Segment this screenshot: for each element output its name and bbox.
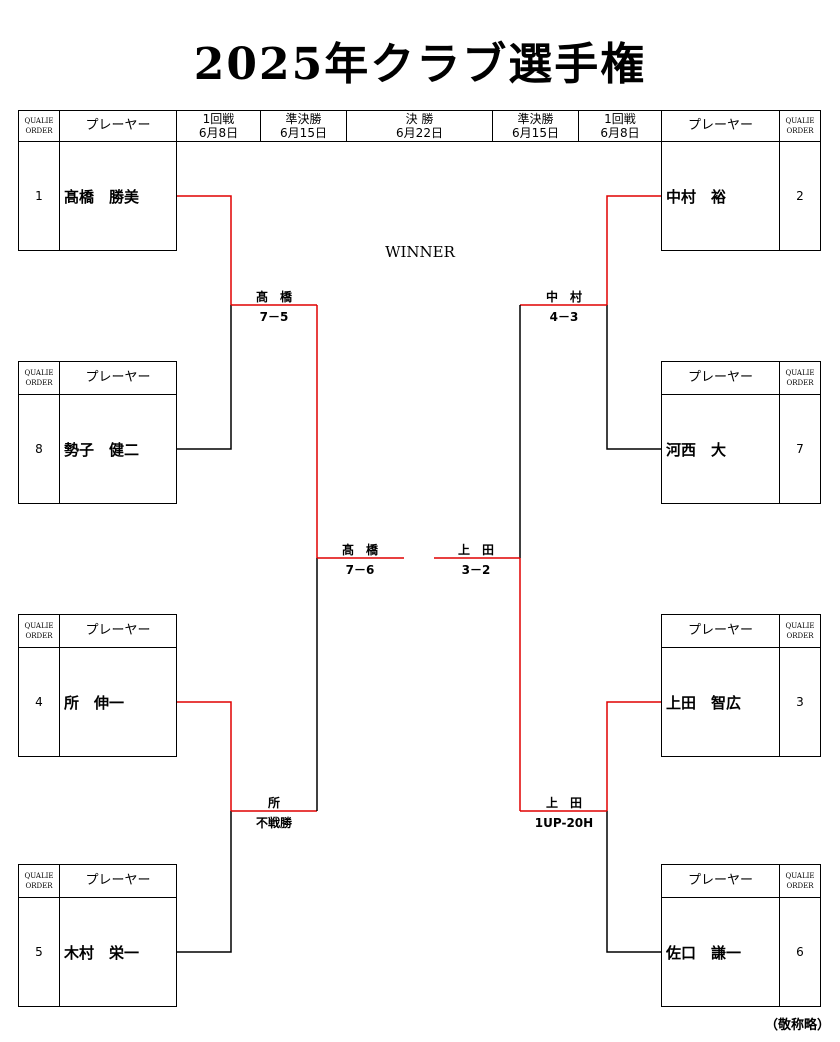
round-name: 1回戦 — [604, 112, 636, 126]
round-date: 6月8日 — [600, 126, 640, 140]
result-winner: 髙 橋 — [255, 290, 292, 304]
player-order: 2 — [779, 141, 821, 251]
player-name: 河西 大 — [661, 394, 780, 504]
result-score: 4－3 — [549, 310, 579, 324]
result-winner: 所 — [267, 796, 280, 810]
result-winner: 髙 橋 — [341, 543, 378, 557]
player-name: 佐口 謙一 — [661, 897, 780, 1007]
player-name: 中村 裕 — [661, 141, 780, 251]
player-name: 木村 栄一 — [59, 897, 177, 1007]
result-winner: 上 田 — [457, 543, 494, 557]
header-round-1-right: 1回戦 6月8日 — [578, 110, 662, 142]
header-player-left: プレーヤー — [59, 110, 177, 142]
order-label: ORDER — [786, 127, 814, 135]
qualie-label: QUALIE — [24, 622, 54, 630]
honorific-note: （敬称略） — [764, 1018, 830, 1033]
bracket-line — [606, 811, 661, 953]
header-player: プレーヤー — [59, 361, 177, 395]
round-name: 1回戦 — [202, 112, 235, 126]
result-winner: 上 田 — [545, 796, 582, 810]
bracket-line-win — [606, 701, 661, 811]
order-label: ORDER — [786, 632, 814, 640]
header-player: プレーヤー — [661, 864, 780, 898]
header-qualie-order-right: QUALIE ORDER — [779, 110, 821, 142]
bracket-line-win — [177, 195, 232, 305]
header-player: プレーヤー — [661, 614, 780, 648]
header-final: 決 勝 6月22日 — [346, 110, 493, 142]
player-order: 8 — [18, 394, 60, 504]
result-score: 不戦勝 — [255, 816, 292, 830]
header-qualie-order: QUALIE ORDER — [18, 864, 60, 898]
order-label: ORDER — [25, 127, 53, 135]
result-score: 7－6 — [345, 563, 375, 577]
header-qualie-order: QUALIE ORDER — [18, 110, 60, 142]
result-score: 1UP-20H — [534, 816, 594, 830]
round-date: 6月8日 — [198, 126, 239, 140]
order-label: ORDER — [786, 379, 814, 387]
header-semi-right: 準決勝 6月15日 — [492, 110, 579, 142]
round-date: 6月15日 — [280, 126, 327, 140]
result-score: 7－5 — [259, 310, 289, 324]
player-name: 勢子 健二 — [59, 394, 177, 504]
header-semi-left: 準決勝 6月15日 — [260, 110, 347, 142]
qualie-label: QUALIE — [24, 117, 54, 125]
result-winner: 中 村 — [545, 290, 582, 304]
player-order: 1 — [18, 141, 60, 251]
bracket-line-win — [177, 701, 232, 811]
qualie-label: QUALIE — [24, 872, 54, 880]
round-name: 準決勝 — [517, 112, 554, 126]
qualie-label: QUALIE — [785, 369, 815, 377]
qualie-label: QUALIE — [24, 369, 54, 377]
page-title: 2025年クラブ選手権 — [193, 39, 647, 90]
round-date: 6月15日 — [512, 126, 559, 140]
player-order: 3 — [779, 647, 821, 757]
player-order: 5 — [18, 897, 60, 1007]
bracket-line — [177, 305, 232, 450]
header-qualie-order: QUALIE ORDER — [779, 361, 821, 395]
header-qualie-order: QUALIE ORDER — [779, 614, 821, 648]
round-name: 準決勝 — [285, 112, 322, 126]
header-player: プレーヤー — [59, 864, 177, 898]
round-date: 6月22日 — [396, 126, 443, 140]
order-label: ORDER — [25, 632, 53, 640]
bracket-line — [606, 305, 661, 450]
header-qualie-order: QUALIE ORDER — [779, 864, 821, 898]
result-score: 3－2 — [461, 563, 491, 577]
qualie-label: QUALIE — [785, 117, 815, 125]
order-label: ORDER — [786, 882, 814, 890]
header-player: プレーヤー — [59, 614, 177, 648]
round-name: 決 勝 — [405, 112, 434, 126]
winner-label: WINNER — [385, 243, 455, 261]
order-label: ORDER — [25, 882, 53, 890]
bracket-line-win — [606, 195, 661, 305]
player-order: 7 — [779, 394, 821, 504]
qualie-label: QUALIE — [785, 872, 815, 880]
player-order: 6 — [779, 897, 821, 1007]
qualie-label: QUALIE — [785, 622, 815, 630]
bracket-line — [177, 811, 232, 953]
order-label: ORDER — [25, 379, 53, 387]
player-name: 髙橋 勝美 — [59, 141, 177, 251]
player-name: 所 伸一 — [59, 647, 177, 757]
